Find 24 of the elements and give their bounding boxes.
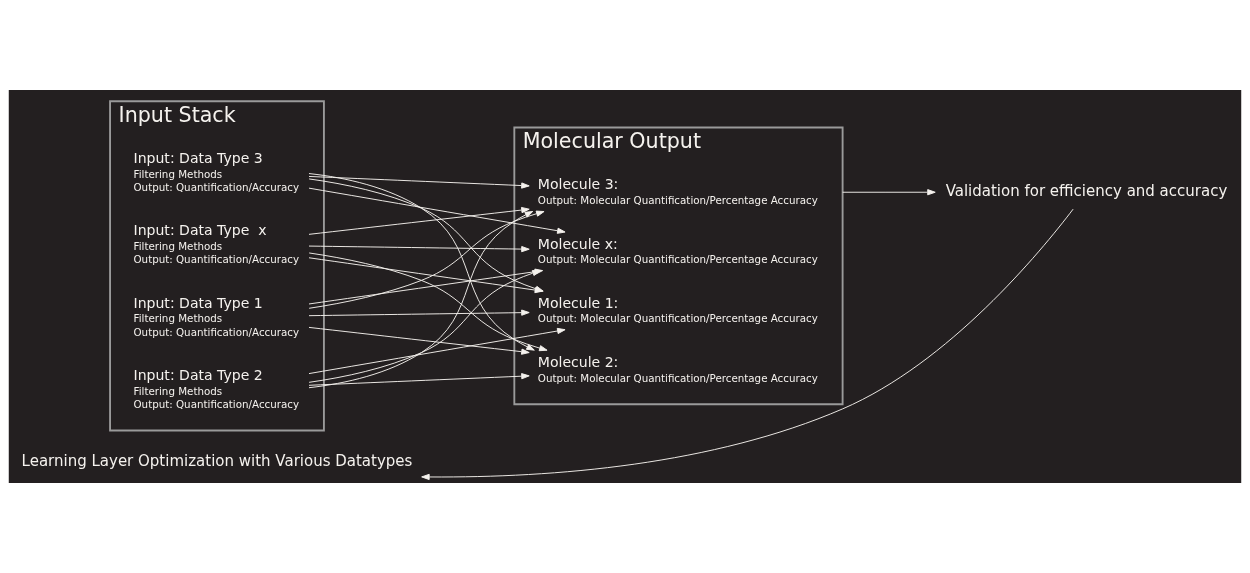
arrow <box>308 206 530 235</box>
arrow <box>308 309 530 317</box>
arrow <box>421 208 1074 481</box>
node-text: Input: Data Type 1 Filtering Methods Output: Quantification/Accuracy <box>133 294 300 338</box>
arrow <box>308 211 534 389</box>
node-text: Molecule 2: Output: Molecular Quantification/Percentage Accuracy <box>537 353 818 384</box>
node-text: Input: Data Type 3 Filtering Methods Output: Quantification/Accuracy <box>133 150 300 194</box>
node-text: Molecule x: Output: Molecular Quantification/Percentage Accuracy <box>537 235 818 266</box>
arrow <box>308 187 566 234</box>
arrow <box>308 245 530 253</box>
node-text: Input: Data Type 2 Filtering Methods Output: Quantification/Accuracy <box>133 366 300 410</box>
node-text: Validation for efficiency and accuracy <box>945 181 1228 200</box>
node-text: Input: Data Type x Filtering Methods Output: Quantification/Accuracy <box>133 222 300 266</box>
arrow <box>842 189 936 196</box>
node-text: Molecule 1: Output: Molecular Quantification/Percentage Accuracy <box>537 294 818 325</box>
arrow <box>308 175 530 189</box>
arrow <box>308 173 535 351</box>
arrow <box>308 326 530 355</box>
node-text: Molecule 3: Output: Molecular Quantification/Percentage Accuracy <box>537 176 818 207</box>
arrow <box>308 373 530 386</box>
arrow <box>308 270 541 383</box>
arrow <box>308 252 548 352</box>
arrow <box>308 327 566 375</box>
node-text: Learning Layer Optimization with Various Datatypes <box>21 451 413 470</box>
